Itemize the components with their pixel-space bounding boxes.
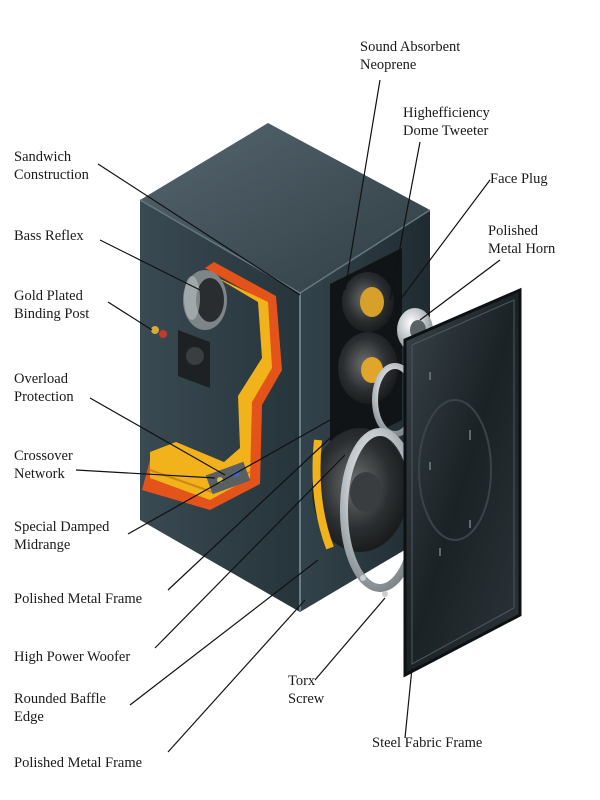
- steel-fabric-frame: [403, 287, 522, 678]
- label-rounded-baffle-edge: Rounded Baffle Edge: [14, 691, 106, 725]
- label-gold-plated-binding-post: Gold Plated Binding Post: [14, 288, 90, 322]
- label-dome-tweeter: Highefficiency Dome Tweeter: [403, 105, 490, 139]
- label-polished-metal-frame-1: Polished Metal Frame: [14, 591, 143, 607]
- gold-binding-post: [151, 326, 159, 334]
- damping-material: [150, 276, 272, 500]
- label-face-plug: Face Plug: [490, 171, 548, 187]
- label-polished-metal-frame-2: Polished Metal Frame: [14, 755, 143, 771]
- label-steel-fabric-frame: Steel Fabric Frame: [372, 735, 483, 751]
- label-special-damped-midrange: Special Damped Midrange: [14, 519, 110, 553]
- leader-lines: [75, 79, 501, 753]
- label-torx-screw: Torx Screw: [288, 673, 325, 707]
- label-sound-absorbent-neoprene: Sound Absorbent Neoprene: [360, 39, 461, 73]
- label-polished-metal-horn: Polished Metal Horn: [488, 223, 556, 257]
- label-crossover-network: Crossover Network: [14, 448, 73, 482]
- label-bass-reflex: Bass Reflex: [14, 228, 84, 244]
- label-sandwich-construction: Sandwich Construction: [14, 149, 89, 183]
- label-overload-protection: Overload Protection: [14, 371, 74, 405]
- cabinet-top: [140, 123, 430, 293]
- label-high-power-woofer: High Power Woofer: [14, 649, 131, 665]
